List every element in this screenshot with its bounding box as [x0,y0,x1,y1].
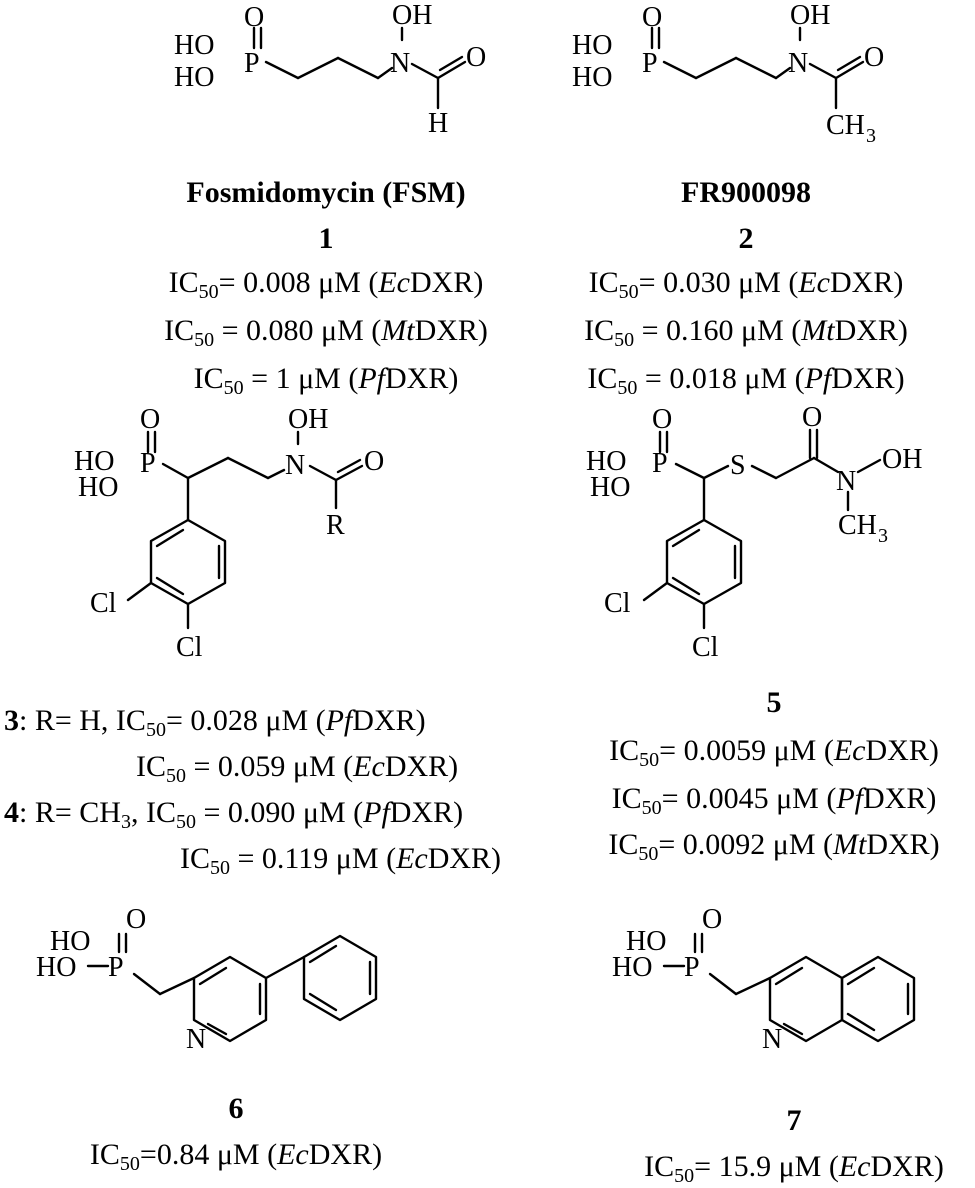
compound-5-ic50-ec: IC50= 0.0059 μM (EcDXR) [609,734,939,771]
atom-P: P [140,448,156,479]
compound-6-ic50-ec: IC50=0.84 μM (EcDXR) [89,1138,383,1175]
atom-N: N [285,450,305,481]
atom-O: O [364,446,384,477]
atom-P: P [684,952,700,983]
structure-compound-5: O HO HO P S O N OH CH 3 Cl Cl [586,402,922,663]
compound-2-ic50-mt: IC50 = 0.160 μM (MtDXR) [584,314,908,351]
atom-OH: OH [392,0,432,31]
atom-P: P [244,48,260,79]
atom-HO: HO [50,926,90,957]
atom-HO: HO [572,30,612,61]
atom-N: N [788,48,808,79]
atom-HOdash: HO [36,952,76,983]
atom-HO: HO [572,62,612,93]
compound-2-ic50-ec: IC50= 0.030 μM (EcDXR) [588,266,904,303]
atom-R: R [326,510,345,541]
atom-N: N [836,466,856,497]
compound-5-ic50-pf: IC50= 0.0045 μM (PfDXR) [611,782,937,819]
compound-7-ic50-ec: IC50= 15.9 μM (EcDXR) [644,1150,944,1187]
atom-N: N [762,1024,782,1055]
atom-HO: HO [590,472,630,503]
compound-5-number: 5 [766,686,782,719]
atom-HO: HO [626,926,666,957]
atom-CH: CH [838,510,877,541]
atom-O: O [244,2,264,33]
atom-HO: HO [586,446,626,477]
atom-O: O [126,904,146,935]
atom-O: O [466,42,486,73]
compound-7-number: 7 [786,1104,802,1137]
atom-HO: HO [78,472,118,503]
compound-1-ic50-ec: IC50= 0.008 μM (EcDXR) [168,266,484,303]
atom-Cl: Cl [176,632,203,663]
compound-1-number: 1 [318,222,334,255]
atom-Cl: Cl [604,588,631,619]
compound-2-number: 2 [738,222,754,255]
compound-1-ic50-mt: IC50 = 0.080 μM (MtDXR) [164,314,488,351]
atom-OH: OH [790,0,830,31]
compound-4-ic50-pf: 4: R= CH3, IC50 = 0.090 μM (PfDXR) [4,796,464,833]
atom-O: O [140,404,160,435]
atom-O: O [642,2,662,33]
compound-2-name: FR900098 [681,176,811,209]
compound-1-ic50-pf: IC50 = 1 μM (PfDXR) [193,362,459,399]
compound-6-number: 6 [228,1092,244,1125]
atom-O: O [802,402,822,433]
compound-1-name: Fosmidomycin (FSM) [186,176,466,209]
structure-compound-6: HO O HO P N [36,904,378,1055]
structure-compound-3-4: O HO HO P OH N O R Cl Cl [74,404,384,663]
atom-sub3: 3 [866,125,876,147]
compound-3-ic50-ec: IC50 = 0.059 μM (EcDXR) [136,750,459,787]
atom-Cl: Cl [90,588,117,619]
atom-O: O [864,42,884,73]
compound-5-ic50-mt: IC50= 0.0092 μM (MtDXR) [608,828,940,865]
atom-S: S [730,450,746,481]
atom-OH: OH [288,404,328,435]
atom-CH: CH [826,110,865,141]
atom-O: O [652,404,672,435]
atom-P: P [642,48,658,79]
atom-O: O [702,904,722,935]
atom-N: N [186,1024,206,1055]
atom-HOdash: HO [612,952,652,983]
atom-P: P [108,952,124,983]
atom-P: P [652,448,668,479]
structure-fr900098: O HO HO P OH N O CH 3 [572,0,884,147]
atom-Cl: Cl [692,632,719,663]
atom-OH: OH [882,444,922,475]
atom-H: H [428,108,448,139]
structure-compound-7: HO O HO P N [612,904,916,1055]
atom-N: N [390,48,410,79]
atom-HO: HO [174,62,214,93]
compound-2-ic50-pf: IC50 = 0.018 μM (PfDXR) [587,362,905,399]
compound-3-ic50-pf: 3: R= H, IC50= 0.028 μM (PfDXR) [4,704,426,741]
atom-sub3: 3 [878,525,888,547]
compound-4-ic50-ec: IC50 = 0.119 μM (EcDXR) [180,842,502,879]
structure-fosmidomycin: O HO HO P OH N O H [174,0,486,139]
atom-HO: HO [174,30,214,61]
atom-HO: HO [74,446,114,477]
